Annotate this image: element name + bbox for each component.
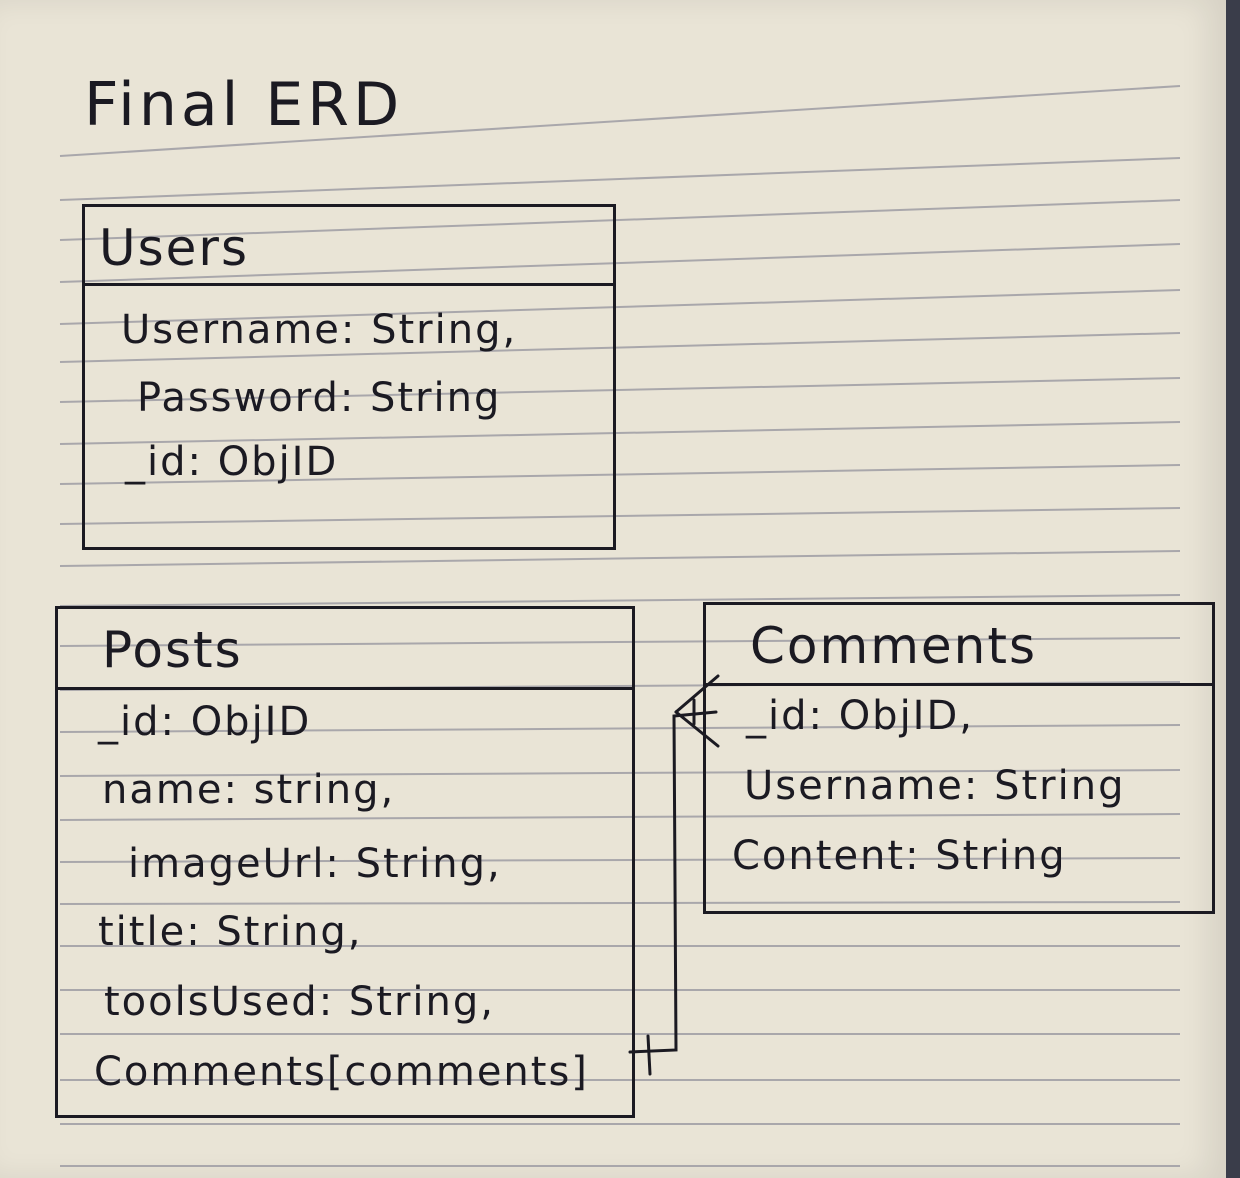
entity-posts: Posts _id: ObjID name: string, imageUrl:… (55, 606, 635, 1118)
attribute-row: imageUrl: String, (128, 841, 502, 887)
attribute-row: _id: ObjID, (746, 693, 974, 739)
entity-name: Users (99, 219, 250, 277)
attribute-row: name: string, (102, 767, 396, 813)
attribute-row: Content: String (732, 833, 1067, 879)
attribute-row: Password: String (137, 375, 502, 421)
entity-name: Posts (102, 621, 243, 679)
attribute-row: Username: String (744, 763, 1126, 809)
attribute-row: title: String, (98, 909, 363, 955)
entity-name: Comments (750, 617, 1038, 675)
attribute-row: toolsUsed: String, (104, 979, 495, 1025)
attribute-row: _id: ObjID (98, 699, 312, 745)
entity-users: Users Username: String, Password: String… (82, 204, 616, 550)
entity-comments: Comments _id: ObjID, Username: String Co… (703, 602, 1215, 914)
attribute-row: Username: String, (121, 307, 518, 353)
header-divider (58, 687, 632, 690)
header-divider (706, 683, 1212, 686)
attribute-row: Comments[comments] (94, 1049, 589, 1095)
page-title: Final ERD (84, 70, 404, 140)
attribute-row: _id: ObjID (125, 439, 339, 485)
header-divider (85, 283, 613, 286)
